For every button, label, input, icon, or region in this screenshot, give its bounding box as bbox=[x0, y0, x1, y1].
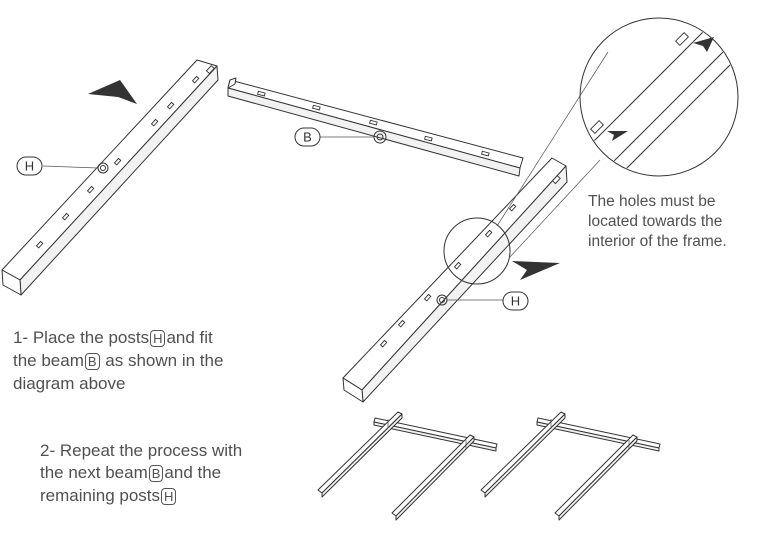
step-2-instructions: 2- Repeat the process with the next beam… bbox=[40, 440, 242, 508]
top-beam-holes bbox=[257, 90, 490, 157]
step2-line2b: and the bbox=[164, 463, 222, 482]
post-label-left: H bbox=[25, 159, 34, 174]
post-ref-badge: H bbox=[150, 330, 166, 347]
post-callout-left: H bbox=[16, 156, 109, 176]
step1-line2b: as shown in the bbox=[100, 351, 224, 370]
beam-label: B bbox=[303, 130, 312, 145]
note-line: interior of the frame. bbox=[588, 233, 727, 250]
holes-note: The holes must be located towards the in… bbox=[588, 192, 727, 252]
magnify-circle bbox=[443, 217, 511, 285]
post-callout-right: H bbox=[436, 291, 529, 311]
pointer-arrow-left-icon bbox=[88, 80, 137, 104]
post-label-right: H bbox=[511, 294, 520, 309]
step1-line2a: the beam bbox=[13, 351, 84, 370]
hole-pointer-top-icon bbox=[693, 37, 714, 52]
preview-frame-2 bbox=[480, 411, 661, 521]
beam-ref-badge: B bbox=[84, 353, 100, 370]
beam-ref-badge: B bbox=[148, 465, 164, 482]
step1-line1b: and fit bbox=[166, 328, 213, 347]
hole-pointer-bottom-icon bbox=[607, 131, 628, 141]
step2-line2a: the next beam bbox=[40, 463, 148, 482]
step2-line3a: remaining posts bbox=[40, 486, 161, 505]
post-ref-badge: H bbox=[161, 488, 177, 505]
right-post-holes bbox=[379, 203, 517, 348]
zoom-detail bbox=[579, 17, 739, 177]
right-post bbox=[342, 157, 568, 403]
note-line: located towards the bbox=[588, 213, 723, 230]
preview-frame-1 bbox=[317, 411, 498, 521]
left-post bbox=[1, 59, 219, 296]
note-line: The holes must be bbox=[588, 193, 716, 210]
step1-line1a: 1- Place the posts bbox=[13, 328, 150, 347]
left-post-holes bbox=[35, 75, 200, 249]
step1-line3: diagram above bbox=[13, 374, 126, 393]
beam-callout: B bbox=[294, 127, 387, 147]
pointer-arrow-right-icon bbox=[512, 261, 560, 280]
top-beam bbox=[227, 77, 524, 177]
step2-line1: 2- Repeat the process with bbox=[40, 441, 243, 460]
